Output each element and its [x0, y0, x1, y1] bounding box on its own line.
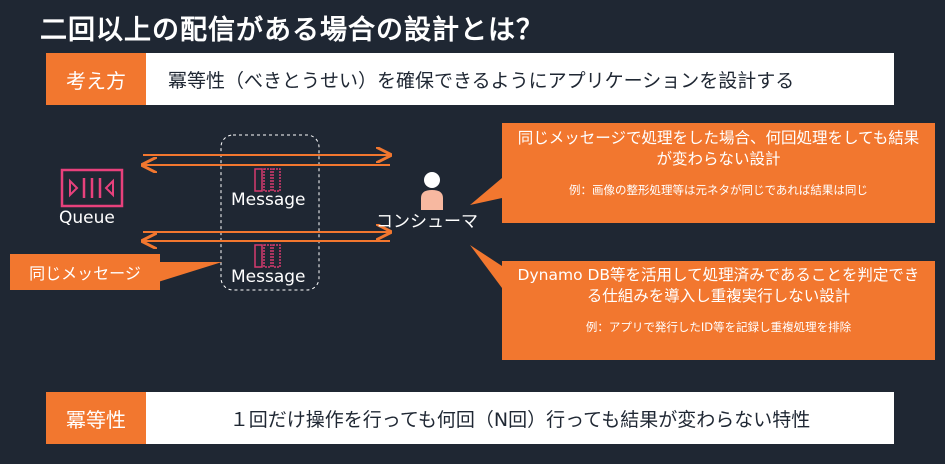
approach-tag: 考え方: [46, 53, 146, 105]
definition-bar: 冪等性 １回だけ操作を行っても何回（N回）行っても結果が変わらない特性: [46, 392, 894, 444]
callout1-pointer: [470, 178, 502, 205]
definition-text: １回だけ操作を行っても何回（N回）行っても結果が変わらない特性: [229, 408, 811, 431]
message-container: [220, 134, 320, 291]
queue-icon: [60, 168, 124, 208]
callout1-main: 同じメッセージで処理をした場合、何回処理をしても結果が変わらない設計: [517, 129, 920, 168]
page-title: 二回以上の配信がある場合の設計とは？: [40, 15, 544, 46]
queue-label: Queue: [59, 208, 115, 228]
message-icon-1: [254, 168, 281, 192]
same-message-pointer: [158, 262, 222, 282]
callout2-example: 例：アプリで発行したID等を記録し重複処理を排除: [585, 320, 852, 334]
same-message-callout: 同じメッセージ: [10, 254, 160, 290]
consumer-icon: [421, 172, 443, 210]
callout1-example: 例：画像の整形処理等は元ネタが同じであれば結果は同じ: [569, 183, 868, 197]
callout-idempotent-design: 同じメッセージで処理をした場合、何回処理をしても結果が変わらない設計 例：画像の…: [502, 123, 935, 223]
definition-tag: 冪等性: [46, 392, 146, 444]
approach-bar: 考え方 冪等性（べきとうせい）を確保できるようにアプリケーションを設計する: [46, 53, 894, 105]
message-label-1: Message: [231, 190, 306, 210]
approach-text: 冪等性（べきとうせい）を確保できるようにアプリケーションを設計する: [168, 69, 795, 92]
message-icon-2: [254, 244, 281, 268]
message-label-2: Message: [231, 267, 306, 287]
callout2-main: Dynamo DB等を活用して処理済みであることを判定できる仕組みを導入し重複実…: [517, 266, 920, 305]
callout-dedup-design: Dynamo DB等を活用して処理済みであることを判定できる仕組みを導入し重複実…: [502, 261, 935, 360]
callout2-pointer: [470, 245, 502, 288]
consumer-label: コンシューマ: [376, 212, 478, 232]
